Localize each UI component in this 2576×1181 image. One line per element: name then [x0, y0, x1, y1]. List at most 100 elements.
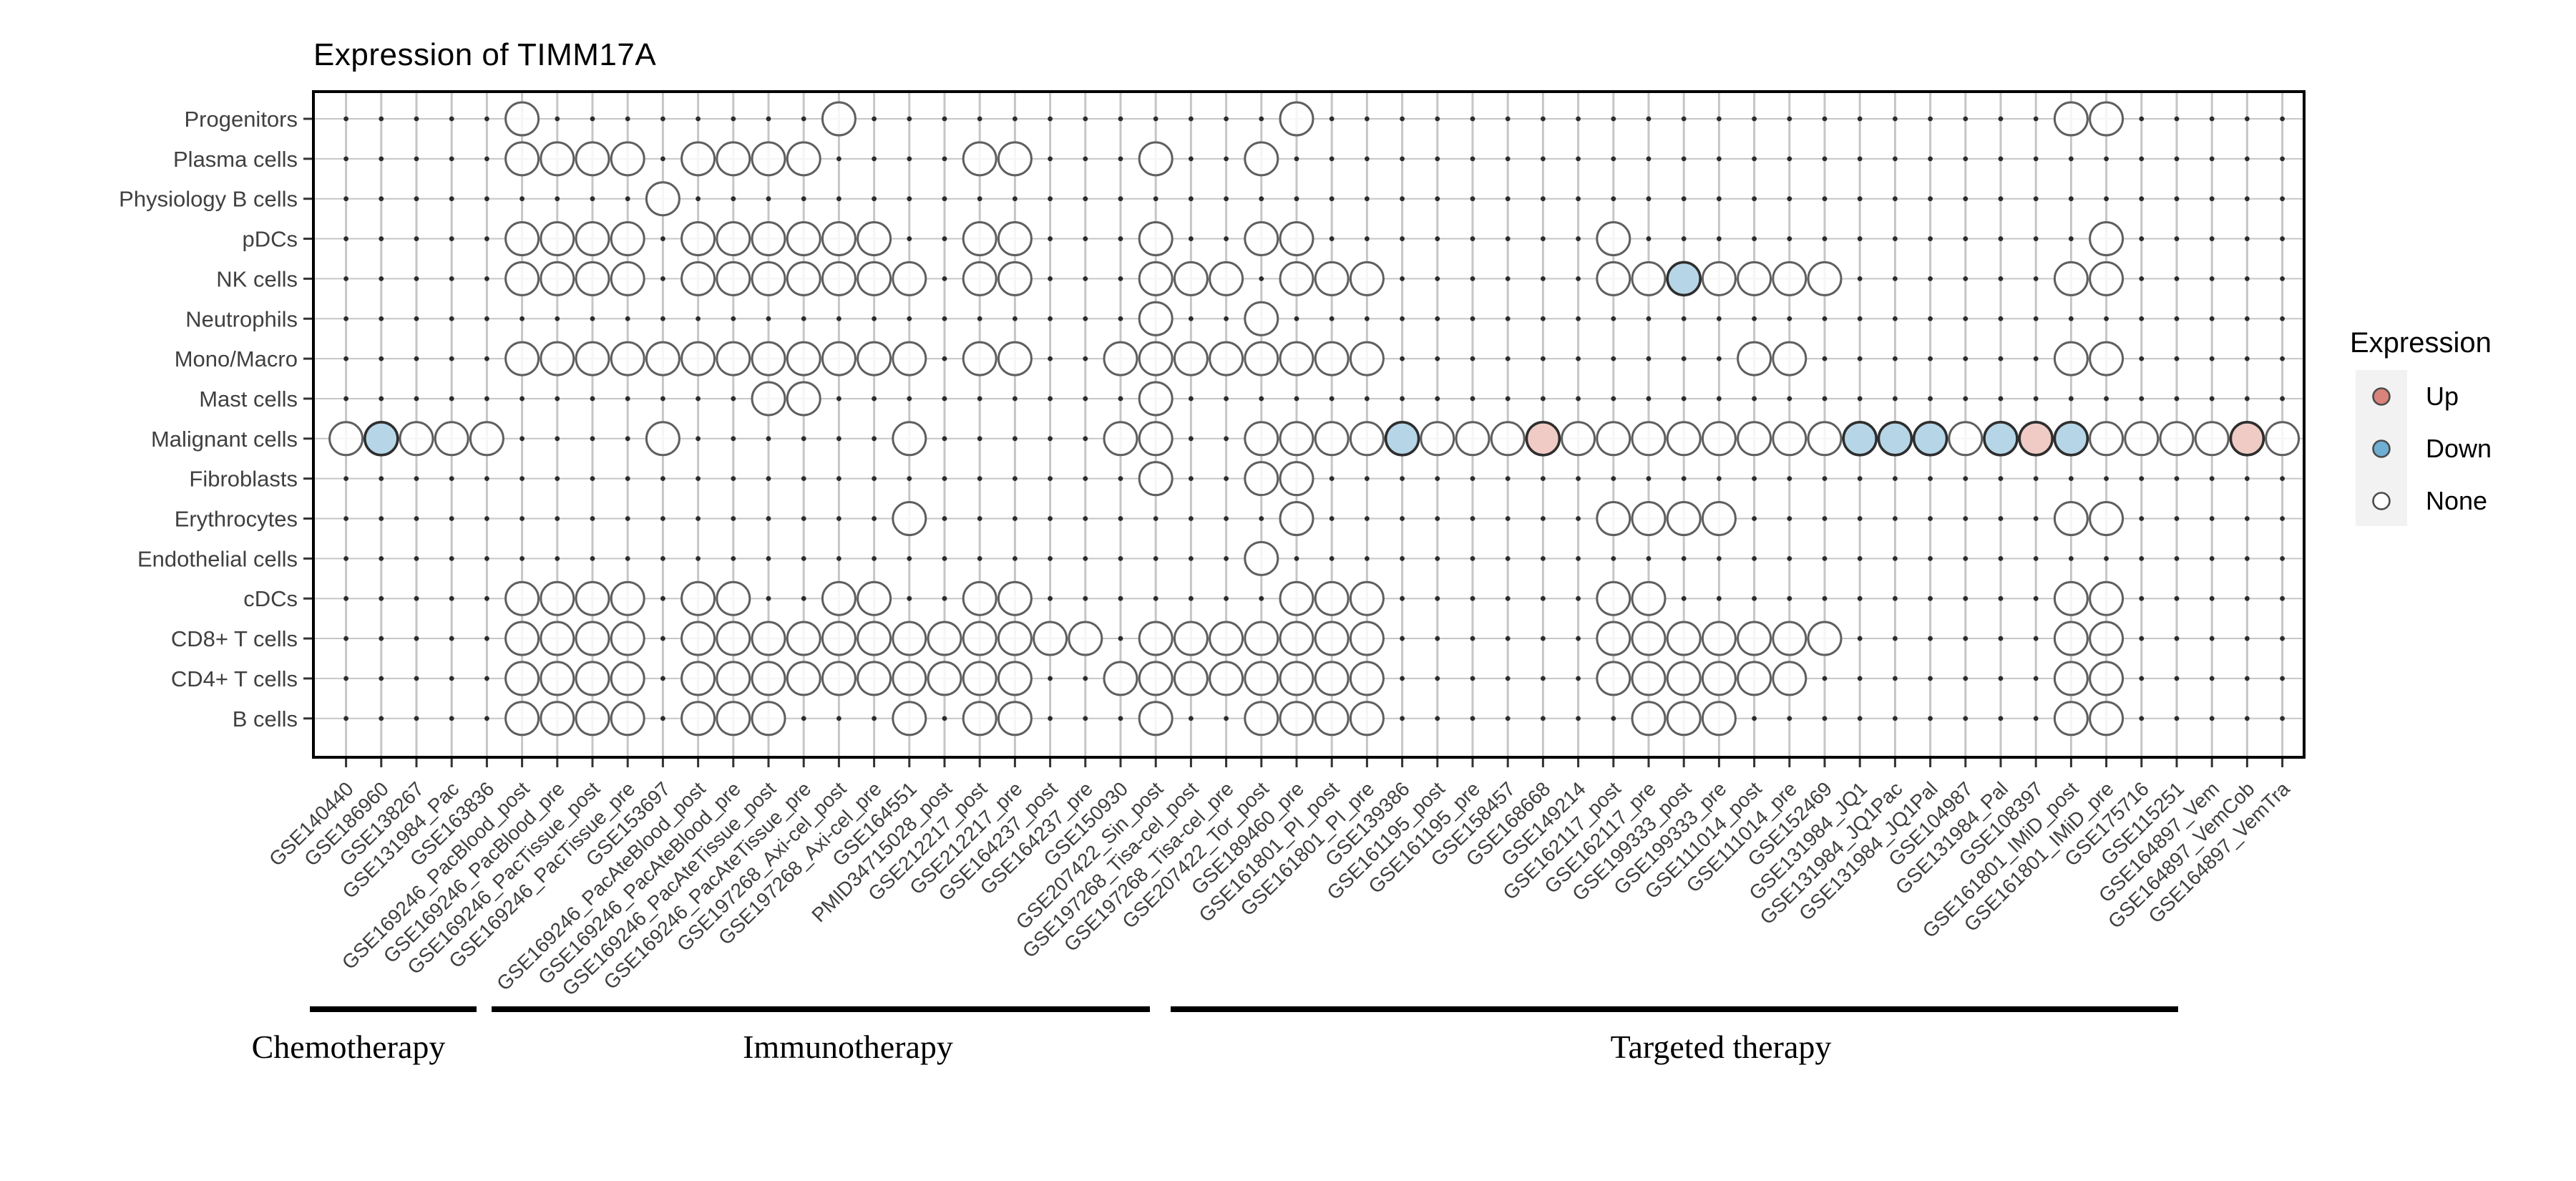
dot-none: [1244, 221, 1279, 257]
empty-cell-point: [1435, 555, 1440, 561]
empty-cell-point: [1435, 516, 1440, 521]
empty-cell-point: [731, 196, 736, 202]
empty-cell-point: [1083, 516, 1088, 521]
dot-none: [927, 661, 962, 696]
empty-cell-point: [343, 555, 348, 561]
empty-cell-point: [1787, 396, 1792, 402]
empty-cell-point: [1787, 596, 1792, 601]
empty-cell-point: [1505, 196, 1511, 202]
empty-cell-point: [836, 716, 841, 721]
dot-none: [997, 621, 1033, 656]
empty-cell-point: [1998, 636, 2004, 641]
empty-cell-point: [2209, 276, 2215, 281]
empty-cell-point: [660, 716, 665, 721]
empty-cell-point: [1857, 596, 1863, 601]
empty-cell-point: [977, 476, 982, 482]
dot-none: [2089, 261, 2124, 296]
empty-cell-point: [1646, 356, 1652, 361]
empty-cell-point: [2209, 516, 2215, 521]
dot-none: [1772, 661, 1807, 696]
empty-cell-point: [766, 116, 771, 122]
empty-cell-point: [1717, 236, 1722, 241]
dot-none: [821, 221, 857, 257]
empty-cell-point: [519, 316, 525, 321]
empty-cell-point: [1048, 356, 1053, 361]
dot-none: [1279, 701, 1314, 737]
empty-cell-point: [2245, 716, 2250, 721]
dot-none: [610, 701, 645, 737]
dot-none: [1314, 621, 1350, 656]
dot-down: [1877, 420, 1913, 457]
empty-cell-point: [1963, 555, 1968, 561]
dot-none: [540, 221, 575, 257]
empty-cell-point: [1189, 476, 1194, 482]
empty-cell-point: [1681, 396, 1687, 402]
dot-none: [1631, 421, 1667, 457]
empty-cell-point: [660, 516, 665, 521]
empty-cell-point: [836, 316, 841, 321]
empty-cell-point: [2069, 316, 2074, 321]
empty-cell-point: [555, 116, 560, 122]
empty-cell-point: [449, 596, 454, 601]
y-axis-label: Plasma cells: [173, 147, 298, 172]
empty-cell-point: [1646, 196, 1652, 202]
empty-cell-point: [872, 396, 877, 402]
empty-cell-point: [1998, 356, 2004, 361]
y-axis-label: Neutrophils: [185, 306, 298, 331]
dot-none: [680, 580, 716, 616]
empty-cell-point: [836, 396, 841, 402]
empty-cell-point: [555, 555, 560, 561]
empty-cell-point: [2033, 156, 2039, 162]
empty-cell-point: [1470, 116, 1475, 122]
empty-cell-point: [1928, 716, 1933, 721]
empty-cell-point: [907, 236, 912, 241]
empty-cell-point: [2245, 316, 2250, 321]
empty-cell-point: [660, 636, 665, 641]
empty-cell-point: [1998, 596, 2004, 601]
dot-none: [1279, 580, 1314, 616]
empty-cell-point: [1048, 316, 1053, 321]
empty-cell-point: [1048, 676, 1053, 681]
empty-cell-point: [379, 316, 384, 321]
empty-cell-point: [1013, 196, 1018, 202]
empty-cell-point: [1435, 276, 1440, 281]
empty-cell-point: [907, 156, 912, 162]
empty-cell-point: [1928, 116, 1933, 122]
empty-cell-point: [1365, 476, 1370, 482]
empty-cell-point: [1083, 196, 1088, 202]
empty-cell-point: [414, 676, 419, 681]
empty-cell-point: [1470, 236, 1475, 241]
empty-cell-point: [2104, 396, 2109, 402]
dot-none: [1173, 261, 1209, 296]
empty-cell-point: [907, 116, 912, 122]
dot-none: [1279, 621, 1314, 656]
dot-none: [751, 261, 786, 296]
empty-cell-point: [449, 676, 454, 681]
dot-none: [1772, 621, 1807, 656]
dot-none: [2089, 661, 2124, 696]
empty-cell-point: [1576, 356, 1581, 361]
empty-cell-point: [2104, 196, 2109, 202]
empty-cell-point: [2139, 276, 2145, 281]
dot-none: [2053, 661, 2089, 696]
empty-cell-point: [484, 276, 489, 281]
empty-cell-point: [414, 476, 419, 482]
empty-cell-point: [2209, 356, 2215, 361]
empty-cell-point: [1717, 596, 1722, 601]
empty-cell-point: [519, 516, 525, 521]
empty-cell-point: [1118, 555, 1123, 561]
empty-cell-point: [1083, 276, 1088, 281]
empty-cell-point: [343, 636, 348, 641]
dot-none: [540, 621, 575, 656]
dot-none: [610, 221, 645, 257]
legend-item-label: Down: [2426, 434, 2492, 463]
dot-none: [680, 661, 716, 696]
empty-cell-point: [1294, 316, 1299, 321]
empty-cell-point: [2245, 236, 2250, 241]
empty-cell-point: [801, 716, 806, 721]
dot-none: [575, 261, 610, 296]
empty-cell-point: [1928, 316, 1933, 321]
empty-cell-point: [1470, 476, 1475, 482]
dot-none: [610, 580, 645, 616]
